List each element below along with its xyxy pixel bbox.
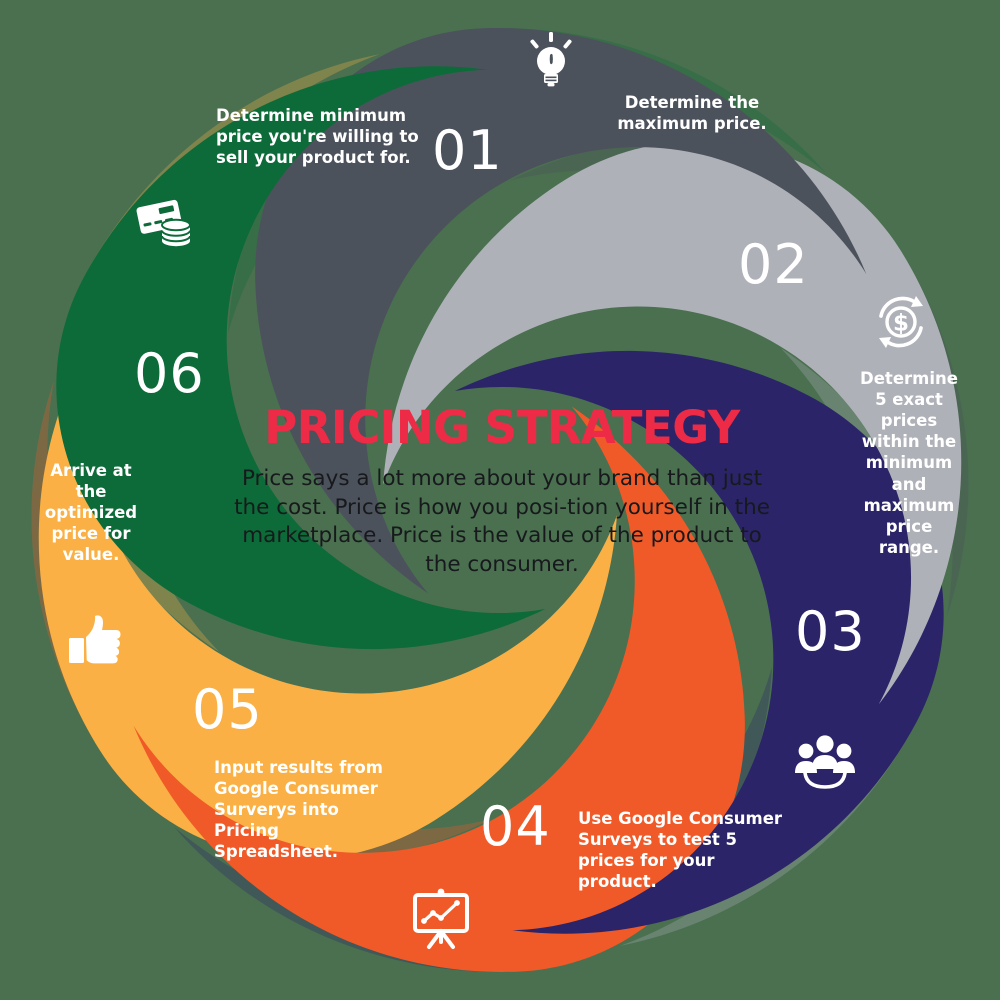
center-content: PRICING STRATEGY Price says a lot more a… [232, 404, 772, 580]
center-description: Price says a lot more about your brand t… [234, 466, 770, 578]
page-title: PRICING STRATEGY [264, 401, 740, 454]
